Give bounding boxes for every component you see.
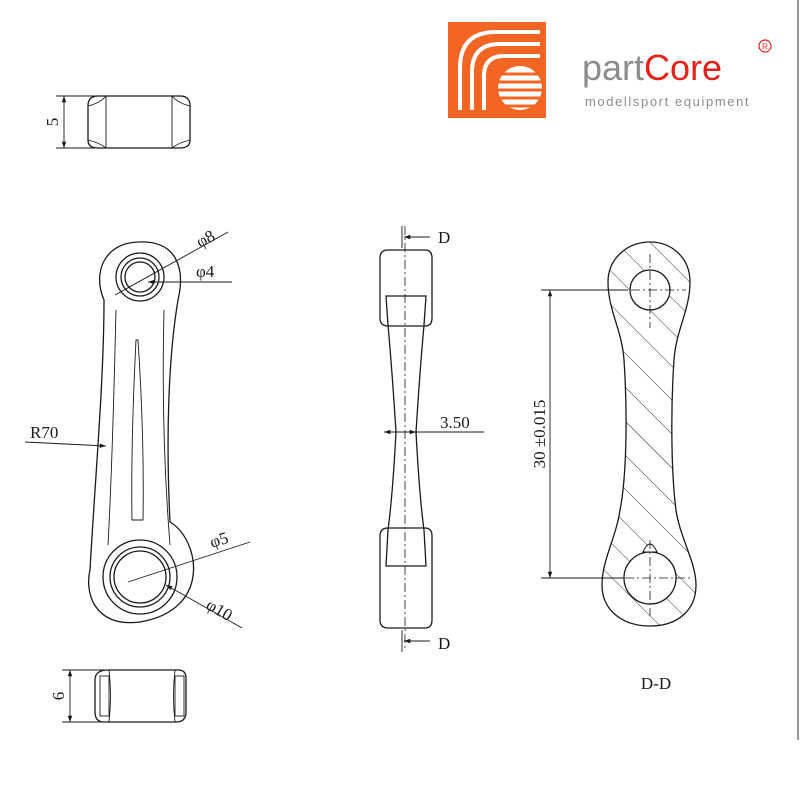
top-view: 5 <box>43 95 191 149</box>
dimension-top-width: 5 <box>43 118 62 127</box>
dimension-small-end-inner: φ5 <box>207 528 230 552</box>
brand-logo <box>448 22 546 118</box>
dimension-big-end-inner: φ4 <box>196 262 215 281</box>
brand-name-prefix: part <box>582 47 644 88</box>
brand-tagline: modellsport equipment <box>585 94 750 109</box>
section-view: 30 ±0.015 D-D <box>530 241 697 693</box>
brand-wordmark: partCore R modellsport equipment <box>582 39 772 109</box>
brand-name: partCore <box>582 47 722 88</box>
dimension-center-distance: 30 ±0.015 <box>530 400 549 469</box>
section-marker-bottom: D <box>438 634 450 653</box>
dimension-radius: R70 <box>30 423 58 442</box>
section-title: D-D <box>641 674 671 693</box>
registered-mark: R <box>762 43 768 52</box>
side-view: D D 3.50 <box>379 226 484 653</box>
dimension-bottom-width: 6 <box>49 692 68 701</box>
dimension-small-end-outer: φ10 <box>203 595 236 625</box>
front-view: φ8 φ4 R70 φ5 φ10 <box>24 226 251 629</box>
dimension-web-thickness: 3.50 <box>440 413 470 432</box>
registered-mark-icon <box>758 39 772 53</box>
section-marker-top: D <box>438 228 450 247</box>
dimension-big-end-outer: φ8 <box>193 226 218 251</box>
logo-stripes-icon <box>458 30 540 110</box>
bottom-view: 6 <box>49 669 187 723</box>
logo-disc-lines <box>496 72 544 108</box>
brand-name-suffix: Core <box>644 47 722 88</box>
